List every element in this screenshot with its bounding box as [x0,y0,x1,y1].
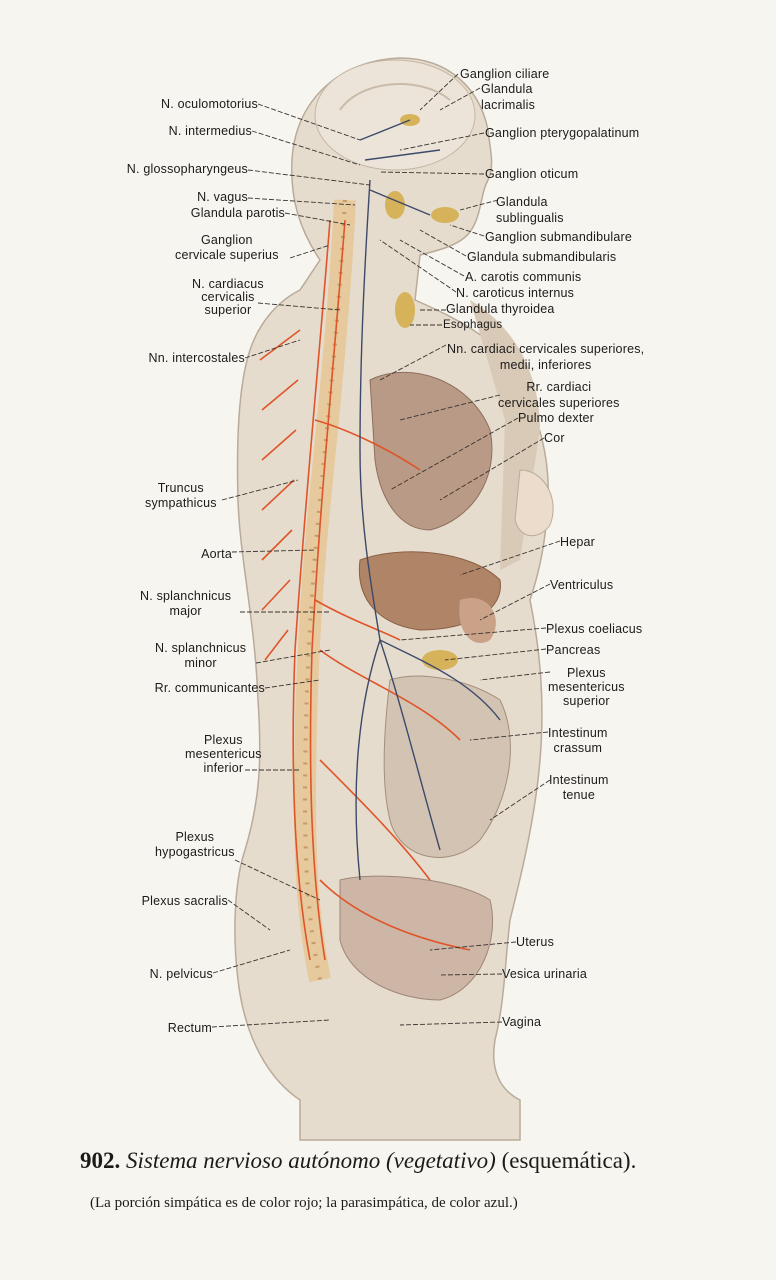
label-n-cardiacus-cervicalis-superior: N. cardiacus cervicalis superior [192,277,264,317]
label-intestinum-tenue: Intestinum tenue [549,773,609,802]
leader-lines [211,73,561,1028]
label-ganglion-ciliare: Ganglion ciliare [460,67,550,81]
label-ganglion-cervicale-superius: Ganglion cervicale superius [175,233,279,262]
label-nn-intercostales: Nn. intercostales [148,351,245,365]
label-n-oculomotorius: N. oculomotorius [161,97,258,111]
label-rr-cardiaci-cervicales-superiores: Rr. cardiaci cervicales superiores [498,380,620,410]
label-glandula-submandibularis: Glandula submandibularis [467,250,617,264]
label-hepar: Hepar [560,535,596,549]
label-n-glossopharyngeus: N. glossopharyngeus [126,162,248,176]
label-cor: Cor [544,431,565,445]
label-n-intermedius: N. intermedius [168,124,252,138]
label-glandula-thyroidea: Glandula thyroidea [446,302,555,316]
label-ventriculus: Ventriculus [550,578,614,592]
figure-number: 902. [80,1148,121,1173]
label-n-caroticus-internus: N. caroticus internus [456,286,575,300]
label-glandula-sublingualis: Glandula sublingualis [496,195,564,225]
label-uterus: Uterus [516,935,555,949]
label-nn-cardiaci-cervicales: Nn. cardiaci cervicales superiores, medi… [447,342,645,372]
label-n-vagus: N. vagus [197,190,248,204]
label-n-splanchnicus-major: N. splanchnicus major [140,589,232,618]
figure-title: Sistema nervioso autónomo (vegetativo) [126,1148,496,1173]
label-n-pelvicus: N. pelvicus [149,967,213,981]
label-plexus-mesentericus-inferior: Plexus mesentericus inferior [185,733,262,775]
figure-title-suffix: (esquemática). [501,1148,637,1173]
label-ganglion-pterygopalatinum: Ganglion pterygopalatinum [485,126,640,140]
label-intestinum-crassum: Intestinum crassum [548,726,608,755]
label-plexus-mesentericus-superior: Plexus mesentericus superior [548,666,625,708]
parasympathetic-nerves [355,119,501,881]
label-plexus-sacralis: Plexus sacralis [141,894,228,908]
label-truncus-sympathicus: Truncus sympathicus [145,481,217,510]
label-ganglion-oticum: Ganglion oticum [485,167,579,181]
label-n-splanchnicus-minor: N. splanchnicus minor [155,641,247,670]
label-plexus-coeliacus: Plexus coeliacus [546,622,643,636]
sympathetic-nerves [259,219,471,961]
label-plexus-hypogastricus: Plexus hypogastricus [155,830,235,859]
figure-caption: 902. Sistema nervioso autónomo (vegetati… [80,1148,636,1174]
label-vagina: Vagina [502,1015,542,1029]
label-esophagus: Esophagus [443,319,503,331]
label-pulmo-dexter: Pulmo dexter [518,411,595,425]
label-rectum: Rectum [167,1021,212,1035]
label-glandula-parotis: Glandula parotis [190,206,285,220]
label-ganglion-submandibulare: Ganglion submandibulare [485,230,633,244]
label-a-carotis-communis: A. carotis communis [465,270,582,284]
label-aorta: Aorta [201,547,232,561]
figure-subtitle: (La porción simpática es de color rojo; … [90,1195,518,1211]
organs [339,114,511,1001]
label-glandula-lacrimalis: Glandula lacrimalis [481,82,536,112]
label-pancreas: Pancreas [546,643,601,657]
label-vesica-urinaria: Vesica urinaria [502,967,587,981]
label-rr-communicantes: Rr. communicantes [154,681,265,695]
